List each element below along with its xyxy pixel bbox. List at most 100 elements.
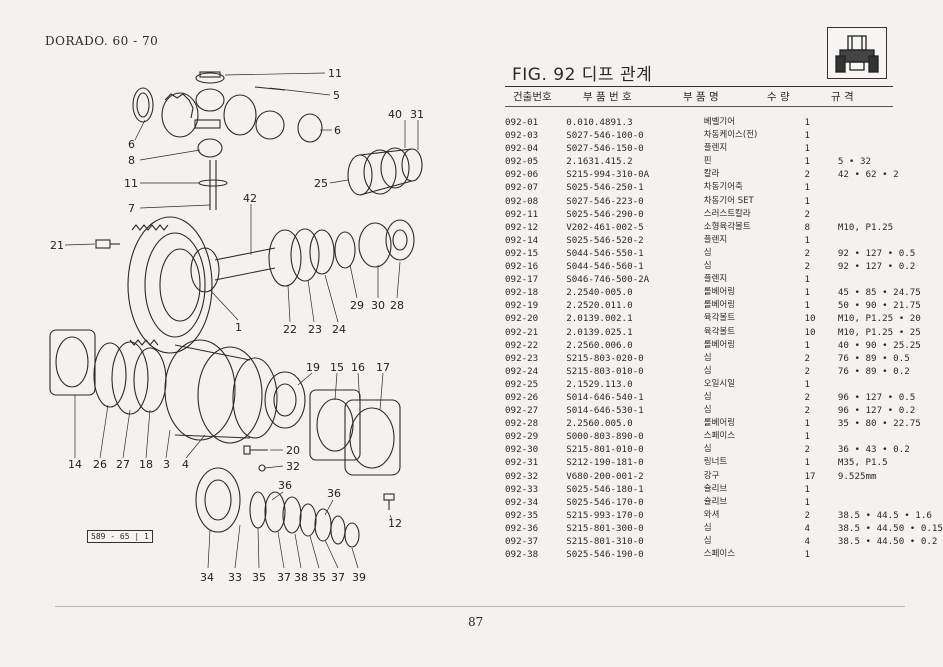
row-item-no: 092-21 [505, 326, 539, 338]
row-quantity: 10 [804, 313, 816, 325]
callout-8: 8 [128, 154, 135, 167]
header-spec: 규 격 [831, 91, 854, 103]
row-part-number: S215-994-310-0A [566, 169, 650, 181]
diagram-stamp: 589 - 65 | 1 [87, 530, 153, 543]
row-spec: 76 • 89 • 0.2 [837, 365, 910, 377]
row-part-name: 스페이스 [703, 431, 736, 442]
callout-42: 42 [243, 192, 257, 205]
row-part-name: 심 [703, 352, 712, 363]
row-part-name: 핀 [703, 156, 712, 167]
callout-38: 38 [294, 571, 308, 584]
row-quantity: 1 [804, 457, 811, 469]
row-part-name: 차동케이스(전) [703, 130, 758, 141]
row-quantity: 10 [804, 326, 816, 338]
row-spec: 9.525mm [837, 470, 877, 482]
row-part-name: 육각볼트 [703, 313, 736, 324]
callout-34: 34 [200, 571, 214, 584]
row-spec [838, 548, 943, 561]
row-quantity: 1 [804, 378, 811, 390]
callout-36-left: 36 [278, 479, 292, 492]
row-spec [838, 378, 943, 391]
callout-30: 30 [371, 299, 385, 312]
row-item-no: 092-25 [505, 378, 539, 390]
row-part-name: 육각볼트 [703, 326, 736, 337]
header-bottom-rule [505, 106, 893, 107]
page-number: 87 [468, 615, 484, 629]
callout-22: 22 [283, 323, 297, 336]
row-item-no: 092-20 [505, 313, 539, 325]
row-spec [838, 181, 943, 194]
row-spec: 45 • 85 • 24.75 [837, 287, 921, 299]
row-item-no: 092-15 [505, 247, 539, 259]
callout-23: 23 [308, 323, 322, 336]
callout-4: 4 [182, 458, 189, 471]
row-quantity: 1 [804, 287, 811, 299]
row-item-no: 092-31 [505, 457, 539, 469]
callout-40: 40 [388, 108, 402, 121]
row-item-no: 092-22 [505, 339, 539, 351]
row-quantity: 4 [804, 536, 811, 547]
row-item-no: 092-34 [505, 496, 539, 508]
row-part-number: S027-546-223-0 [566, 195, 644, 207]
row-part-number: S215-803-010-0 [566, 365, 644, 377]
row-part-name: 플렌지 [703, 274, 728, 285]
row-part-number: S025-546-250-1 [566, 182, 644, 194]
row-spec [838, 208, 943, 221]
row-spec: 76 • 89 • 0.5 [837, 352, 910, 364]
callout-35-left: 35 [252, 571, 266, 584]
row-quantity: 2 [804, 169, 811, 181]
row-item-no: 092-04 [505, 143, 539, 155]
row-spec: 96 • 127 • 0.5 [837, 391, 916, 403]
row-spec: M10, P1.25 • 20 [837, 313, 921, 325]
row-spec: 96 • 127 • 0.2 [837, 405, 916, 417]
row-spec: 40 • 90 • 25.25 [837, 339, 921, 351]
header-quantity: 수 량 [767, 91, 790, 103]
row-part-name: 스러스트칼라 [703, 208, 751, 219]
row-quantity: 1 [804, 195, 811, 207]
row-part-name: 베벨기어 [703, 117, 736, 127]
row-part-number: S044-546-550-1 [566, 247, 644, 259]
callout-1: 1 [235, 321, 242, 334]
callout-27: 27 [116, 458, 130, 471]
callout-6-right: 6 [334, 124, 341, 137]
row-part-number: 2.2520.011.0 [566, 300, 633, 312]
row-spec [838, 496, 943, 509]
row-part-number: S025-546-180-1 [566, 483, 644, 495]
row-part-number: 2.2560.006.0 [566, 339, 633, 351]
row-quantity: 4 [804, 522, 811, 534]
row-spec: 92 • 127 • 0.2 [837, 261, 916, 273]
callout-37-right: 37 [331, 571, 345, 584]
row-part-name: 롤베어링 [703, 418, 736, 429]
row-quantity: 17 [804, 470, 816, 482]
row-spec: M35, P1.5 [837, 457, 888, 469]
row-part-name: 칼라 [703, 169, 720, 180]
row-spec [838, 195, 943, 208]
row-part-number: S025-546-170-0 [566, 496, 644, 508]
row-item-no: 092-08 [505, 195, 539, 207]
row-part-number: 2.1631.415.2 [566, 156, 633, 168]
row-part-number: S000-803-890-0 [566, 431, 644, 443]
model-header: DORADO. 60 - 70 [45, 34, 159, 48]
row-item-no: 092-23 [505, 352, 539, 364]
row-part-name: 와셔 [703, 509, 720, 520]
callout-11-mid: 11 [124, 177, 138, 190]
row-quantity: 1 [804, 431, 811, 443]
row-quantity: 1 [804, 418, 811, 430]
callout-3: 3 [163, 458, 170, 471]
